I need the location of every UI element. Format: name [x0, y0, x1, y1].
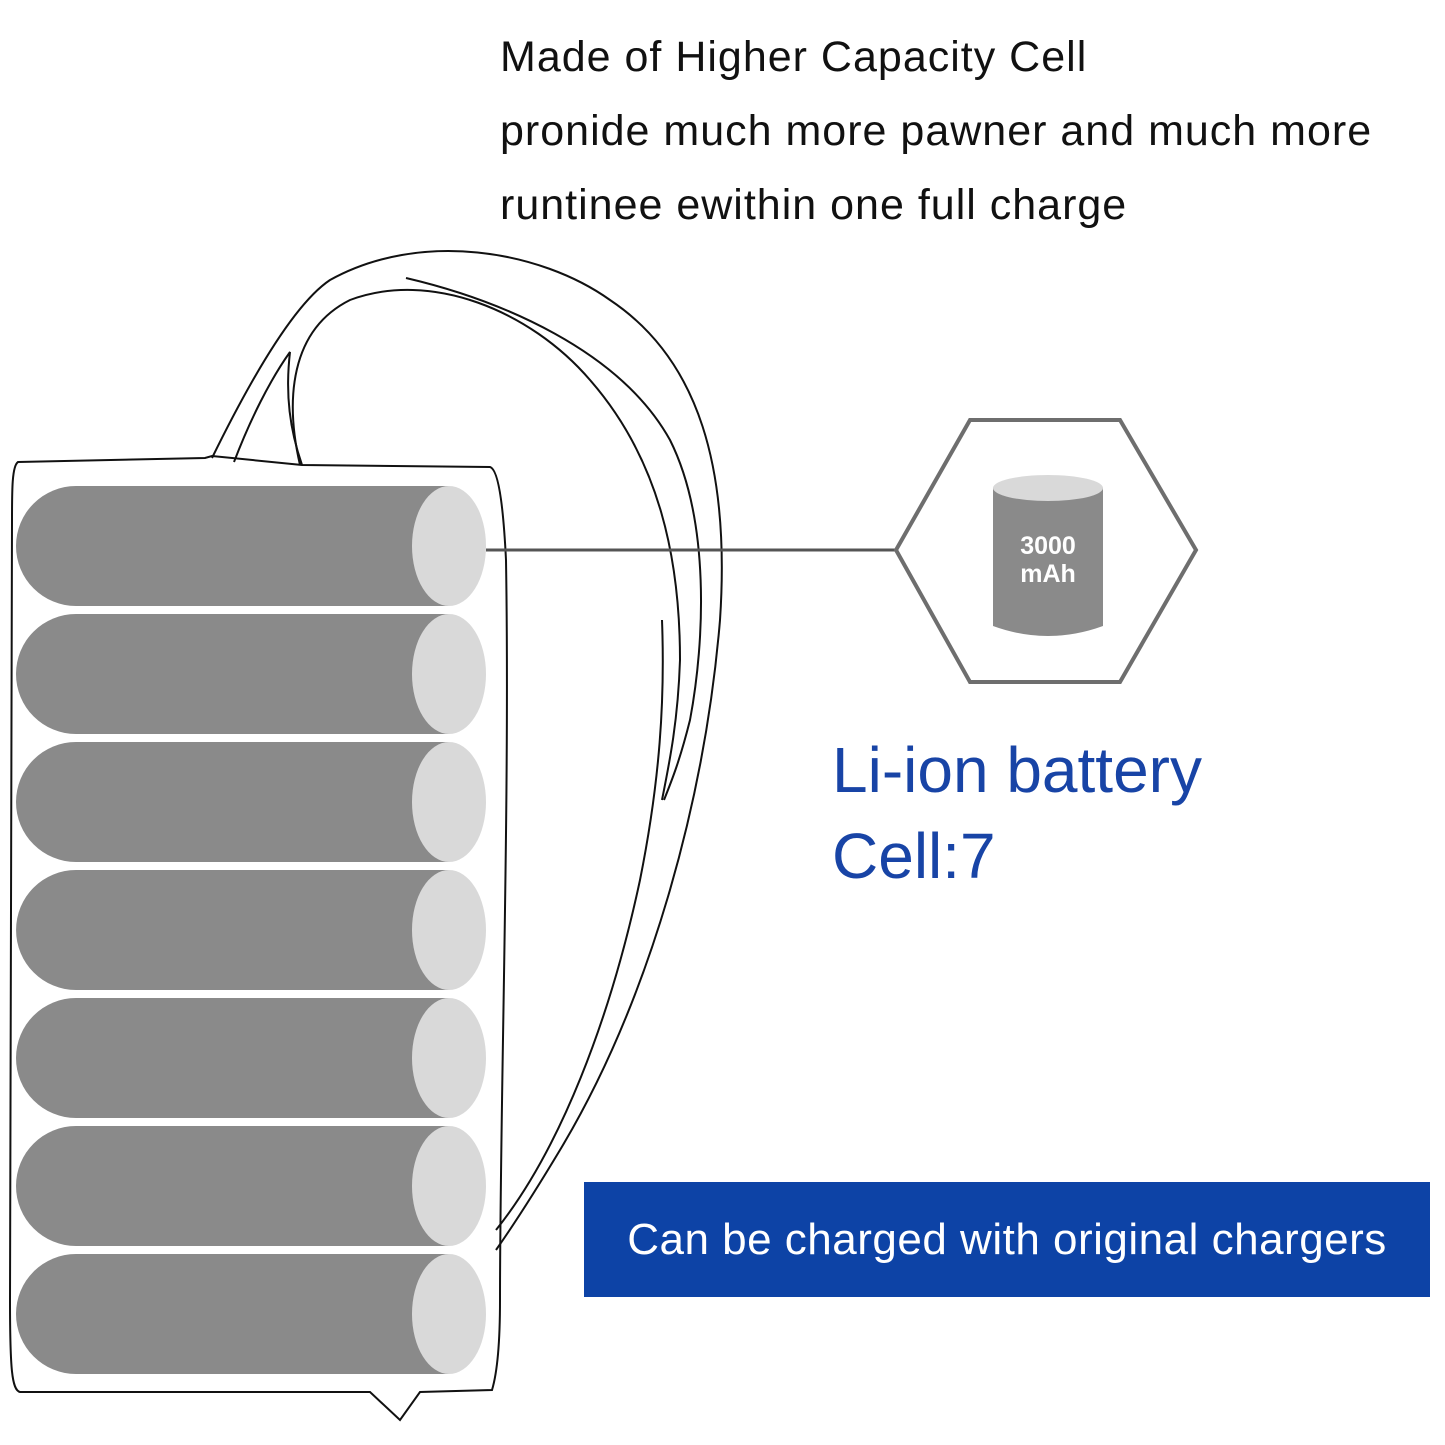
headline-line-1: Made of Higher Capacity Cell	[500, 33, 1088, 81]
battery-cell	[16, 998, 486, 1118]
battery-cell-body	[16, 998, 449, 1118]
battery-cell-body	[16, 614, 449, 734]
battery-cell	[16, 742, 486, 862]
battery-cell-cap	[412, 1254, 486, 1374]
battery-cell-body	[16, 870, 450, 990]
charger-banner: Can be charged with original chargers	[584, 1182, 1430, 1297]
battery-type-title: Li-ion battery	[832, 734, 1202, 806]
battery-cell	[16, 1126, 486, 1246]
battery-cell-cap	[412, 998, 486, 1118]
headline-line-2: pronide much more pawner and much more	[500, 107, 1373, 155]
capacity-value: 3000	[1020, 532, 1076, 560]
cell-stack	[16, 486, 486, 1374]
charger-banner-text: Can be charged with original chargers	[627, 1214, 1387, 1264]
battery-cell-body	[16, 1126, 449, 1246]
battery-cell	[16, 870, 486, 990]
battery-cell-cap	[412, 486, 486, 606]
battery-cell-cap	[412, 1126, 486, 1246]
cell-count-label: Cell:7	[832, 820, 996, 892]
headline-line-3: runtinee ewithin one full charge	[500, 181, 1128, 229]
pack-outline	[8, 454, 508, 1422]
battery-cell	[16, 614, 486, 734]
battery-cell-body	[16, 1254, 449, 1374]
battery-cell	[16, 486, 486, 606]
capacity-unit: mAh	[1020, 560, 1076, 588]
battery-cell-cap	[412, 614, 486, 734]
battery-cell-cap	[412, 742, 486, 862]
battery-cell-body	[16, 486, 449, 606]
battery-cell-body	[16, 742, 449, 862]
battery-cell-cap	[412, 870, 486, 990]
capacity-label: 3000 mAh	[993, 532, 1103, 588]
battery-cell	[16, 1254, 486, 1374]
capacity-cell-icon	[993, 475, 1103, 636]
wire-loops	[211, 250, 723, 1251]
